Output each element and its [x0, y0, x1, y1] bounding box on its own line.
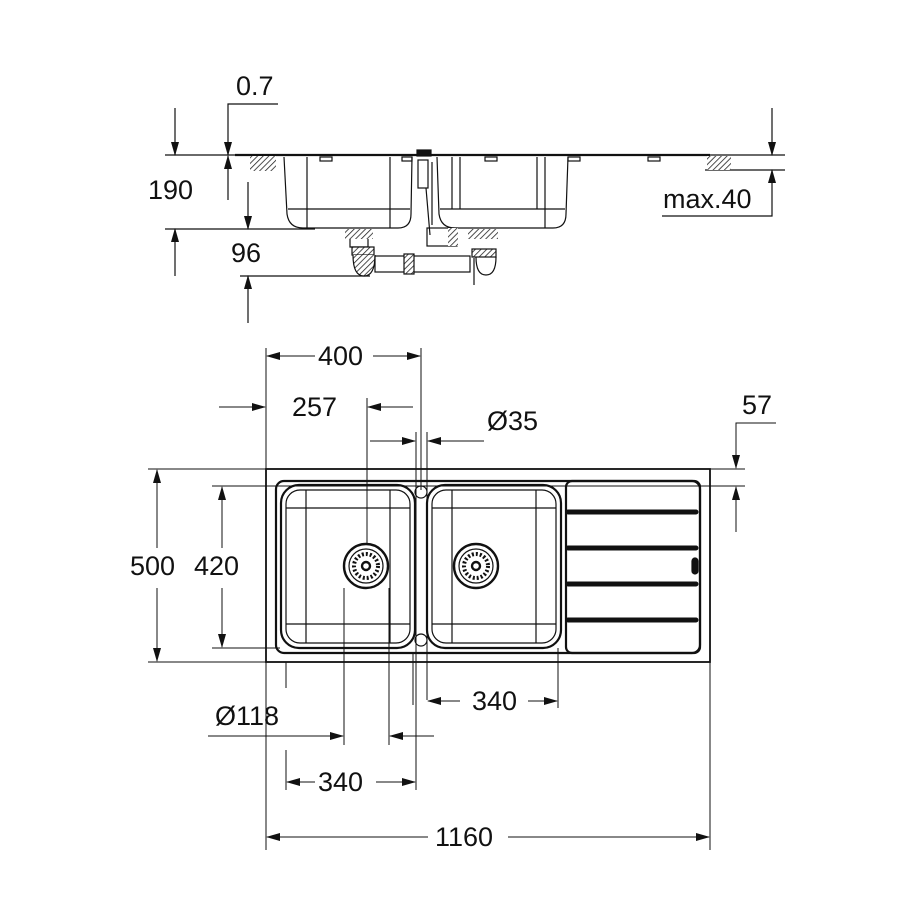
dim-drain-offset: 257 [292, 392, 338, 422]
dim-bowl-depth-inner: 420 [194, 551, 240, 581]
dim-sheet-thickness: 0.7 [236, 71, 274, 101]
dim-drain-diameter: Ø118 [215, 701, 280, 731]
dim-waste-depth: 96 [231, 238, 262, 268]
side-view [165, 149, 785, 285]
dim-right-bowl-width: 340 [472, 686, 518, 716]
dim-overall-depth: 500 [130, 551, 176, 581]
side-dimensions [171, 103, 776, 323]
dim-rim-offset: 57 [742, 390, 773, 420]
dim-worktop-max: max.40 [663, 184, 752, 214]
dim-bowl-pitch: 400 [318, 341, 364, 371]
right-drain-icon [452, 542, 500, 590]
top-view [265, 468, 711, 663]
dim-tap-hole: Ø35 [487, 406, 539, 436]
top-dimensions [148, 348, 776, 850]
dim-overall-width: 1160 [435, 822, 494, 852]
dim-bowl-depth: 190 [148, 175, 194, 205]
dim-left-bowl-width: 340 [318, 767, 364, 797]
left-drain-icon [342, 542, 390, 590]
